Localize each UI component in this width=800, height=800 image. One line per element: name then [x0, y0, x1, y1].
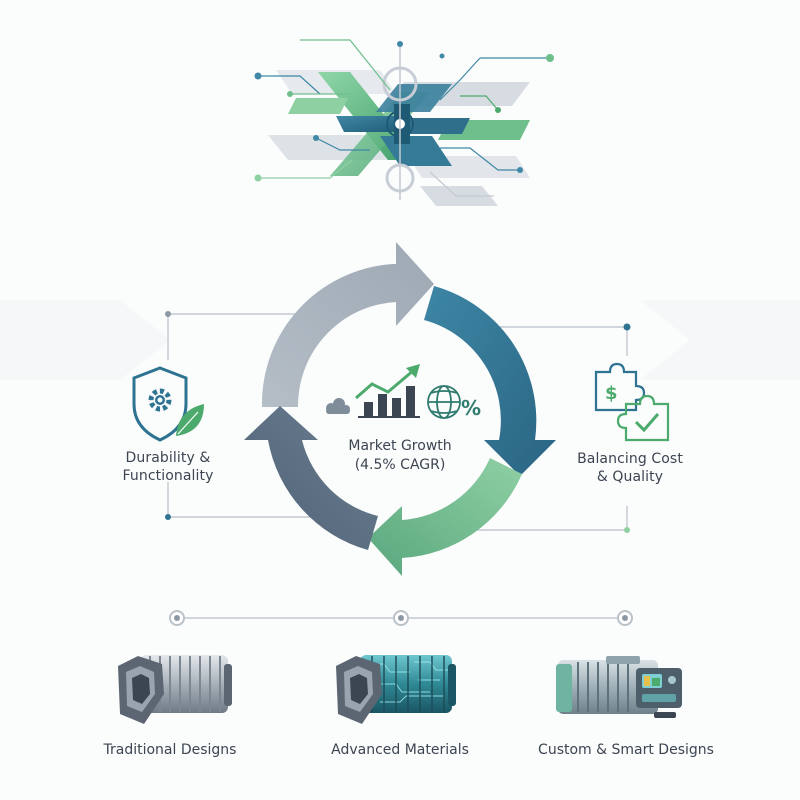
- connector-lines: [167, 313, 628, 531]
- cost-quality-label: Balancing Cost & Quality: [567, 450, 693, 486]
- market-growth-label: Market Growth (4.5% CAGR): [300, 437, 500, 475]
- globe-icon: [427, 385, 461, 419]
- market-growth-cagr: (4.5% CAGR): [354, 457, 446, 473]
- advanced-materials-image: [336, 655, 456, 724]
- cost-quality-subtitle: & Quality: [596, 469, 664, 485]
- market-growth-title: Market Growth: [348, 438, 452, 454]
- cycle-arrow-teal: [424, 286, 556, 476]
- durability-label: Durability & Functionality: [108, 449, 228, 485]
- timeline: [169, 610, 633, 626]
- durability-subtitle: Functionality: [122, 468, 214, 484]
- cycle-arrow-slate: [244, 406, 378, 550]
- durability-title: Durability &: [125, 450, 211, 466]
- svg-text:$: $: [605, 383, 618, 404]
- cycle-arrow-green: [368, 458, 522, 576]
- product-label-advanced: Advanced Materials: [331, 742, 469, 758]
- cycle-arrow-gray: [261, 242, 434, 407]
- growth-chart-icon: [355, 364, 420, 418]
- smart-design-image: [556, 656, 682, 718]
- shield-gear-icon: [132, 366, 204, 442]
- check-mark-icon: [634, 413, 660, 433]
- puzzle-pieces-icon: $: [594, 362, 670, 442]
- background-chevrons: [0, 300, 800, 380]
- connector-dots: [165, 309, 631, 535]
- percent-symbol: %: [461, 396, 481, 420]
- tech-emblem: [254, 39, 554, 206]
- product-label-smart: Custom & Smart Designs: [538, 742, 714, 758]
- traditional-bellows-image: [118, 655, 232, 724]
- cloud-icon: [326, 398, 350, 414]
- product-label-traditional: Traditional Designs: [103, 742, 237, 758]
- cost-quality-title: Balancing Cost: [577, 451, 683, 467]
- cycle-arrows: [244, 242, 556, 576]
